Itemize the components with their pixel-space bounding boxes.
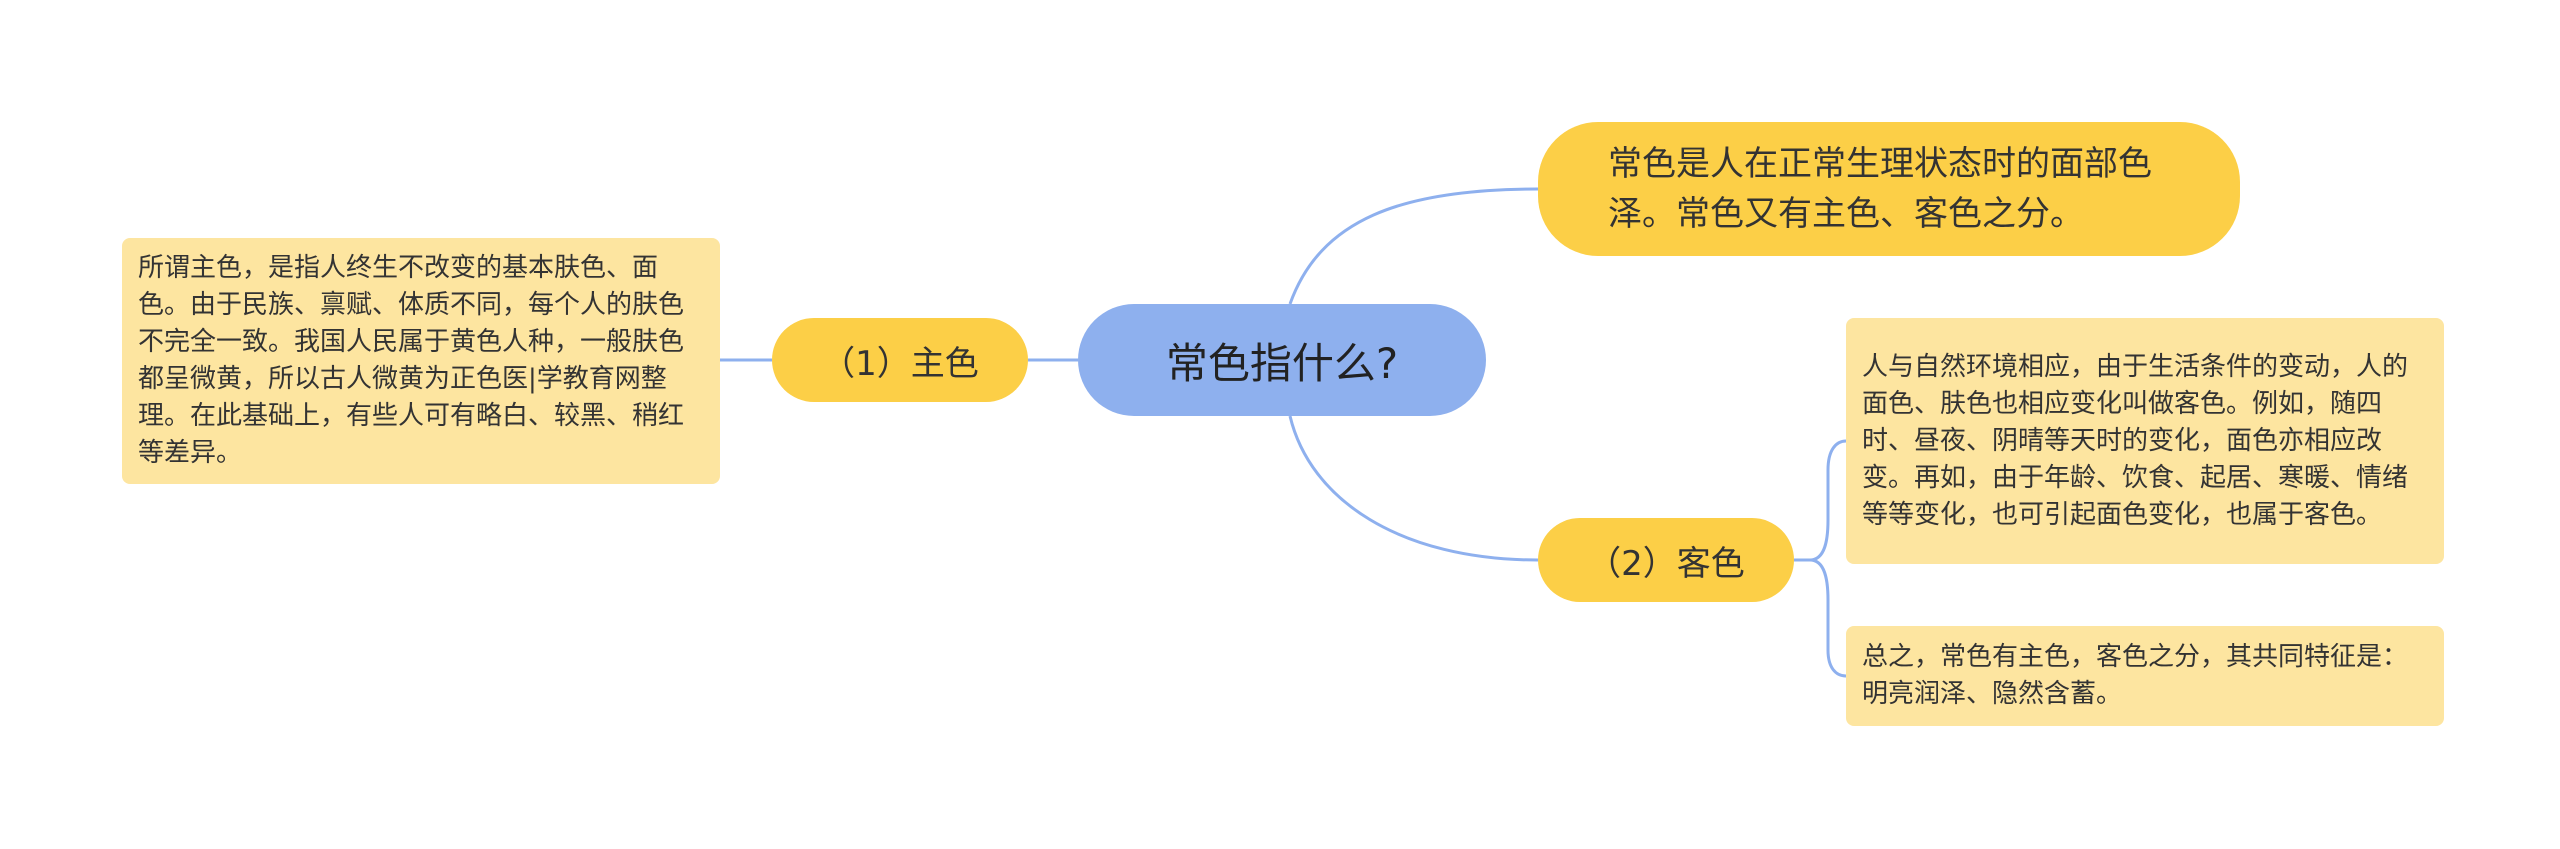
connector-right-leaf-1 xyxy=(1794,439,1847,562)
root-node-label: 常色指什么? xyxy=(1165,338,1399,388)
leaf-node-summary[interactable]: 总之，常色有主色，客色之分，其共同特征是：明亮润泽、隐然含蓄。 xyxy=(1846,626,2444,726)
leaf-main-color-text: 所谓主色，是指人终生不改变的基本肤色、面色。由于民族、禀赋、体质不同，每个人的肤… xyxy=(138,253,685,468)
branch-definition-label: 常色是人在正常生理状态时的面部色泽。常色又有主色、客色之分。 xyxy=(1608,144,2152,234)
connector-root-right xyxy=(1288,415,1539,562)
leaf-guest-color-text: 人与自然环境相应，由于生活条件的变动，人的面色、肤色也相应变化叫做客色。例如，随… xyxy=(1862,351,2409,530)
leaf-summary-text: 总之，常色有主色，客色之分，其共同特征是：明亮润泽、隐然含蓄。 xyxy=(1862,642,2409,709)
leaf-node-guest-color-detail[interactable]: 人与自然环境相应，由于生活条件的变动，人的面色、肤色也相应变化叫做客色。例如，随… xyxy=(1846,318,2444,564)
connector-root-top xyxy=(1288,187,1539,305)
branch-node-definition[interactable]: 常色是人在正常生理状态时的面部色泽。常色又有主色、客色之分。 xyxy=(1538,122,2240,256)
leaf-node-main-color-detail[interactable]: 所谓主色，是指人终生不改变的基本肤色、面色。由于民族、禀赋、体质不同，每个人的肤… xyxy=(122,238,720,484)
root-node[interactable]: 常色指什么? xyxy=(1078,304,1486,416)
branch-node-guest-color[interactable]: （2）客色 xyxy=(1538,518,1794,602)
connector-right-leaf-2 xyxy=(1809,558,1847,678)
branch-main-color-label: （1）主色 xyxy=(821,343,979,384)
branch-guest-color-label: （2）客色 xyxy=(1587,543,1745,584)
branch-node-main-color[interactable]: （1）主色 xyxy=(772,318,1028,402)
